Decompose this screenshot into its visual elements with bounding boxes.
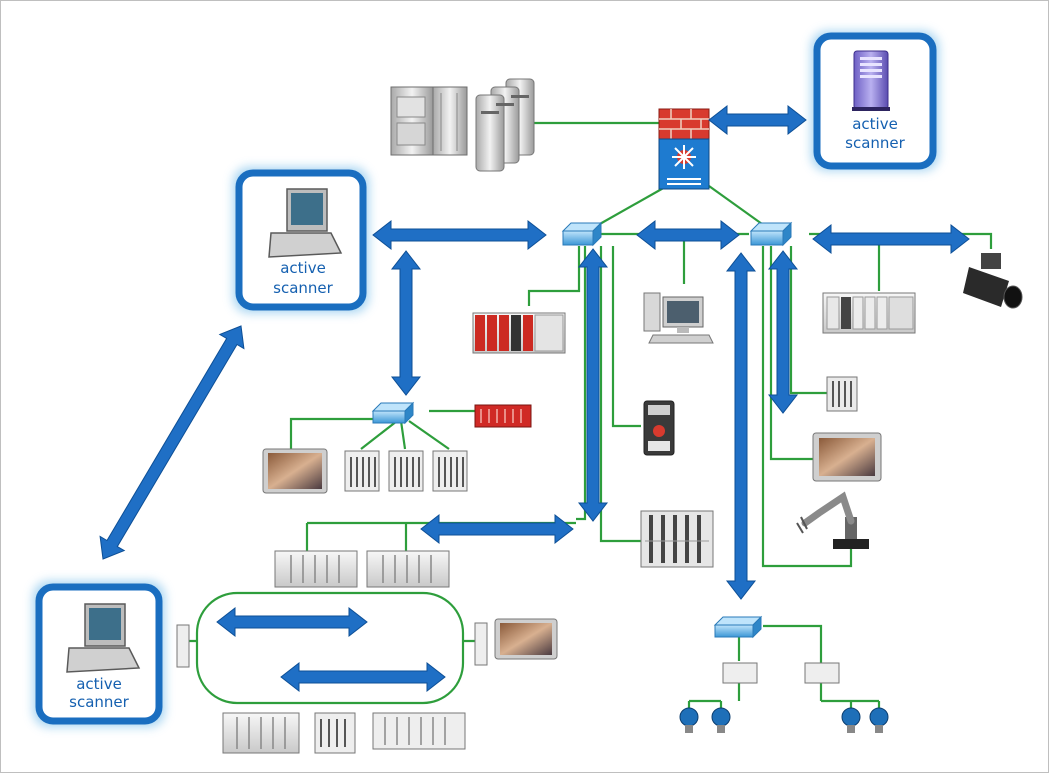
io-module-icon	[826, 376, 858, 412]
laptop-icon	[66, 603, 141, 673]
scanner-top-right[interactable]: active scanner	[811, 31, 939, 171]
laptop-icon	[268, 188, 343, 258]
arrow-switch2-vertical	[725, 252, 757, 600]
pressure-transmitter-icon	[841, 707, 861, 733]
drive-icon	[640, 510, 714, 568]
arrow-scanner-firewall	[708, 104, 807, 136]
scanner-upper-left[interactable]: active scanner	[233, 167, 369, 313]
link-switch2-hmi	[769, 246, 813, 461]
server-rack-icon	[390, 86, 468, 156]
link-switch1-drives	[599, 246, 641, 543]
arrow-scanners-diagonal	[99, 325, 245, 560]
io-module-icon	[474, 622, 488, 666]
arrow-switch1-vertical	[577, 248, 609, 522]
robot-arm-icon	[796, 491, 869, 549]
io-module-icon	[314, 712, 356, 754]
network-switch-icon[interactable]	[561, 221, 603, 247]
hmi-panel-icon	[262, 448, 328, 494]
scanner-label-line2: scanner	[273, 279, 333, 297]
io-module-icon	[474, 404, 532, 428]
link-transmitters-left	[687, 683, 741, 713]
hmi-panel-icon	[494, 618, 558, 660]
link-cell-io	[360, 420, 450, 450]
arrow-ring-lower	[280, 661, 446, 693]
io-module-icon	[432, 450, 468, 492]
firewall-icon[interactable]	[658, 108, 710, 190]
link-switch1-plc	[527, 246, 581, 306]
scanner-server-icon	[852, 50, 890, 111]
server-tower-icon	[475, 78, 535, 172]
link-switch3-right	[763, 624, 823, 666]
pressure-transmitter-icon	[679, 707, 699, 733]
io-module-icon	[176, 624, 190, 668]
scanner-lower-left[interactable]: active scanner	[33, 581, 165, 727]
io-module-icon	[722, 662, 758, 684]
scan-arrows	[99, 104, 970, 693]
scanner-label-line2: scanner	[845, 134, 905, 152]
arrow-upper-scanner-cell	[390, 250, 422, 396]
io-module-icon	[804, 662, 840, 684]
pressure-transmitter-icon	[869, 707, 889, 733]
arrow-ring-link	[420, 513, 574, 545]
drive-icon	[643, 400, 675, 456]
scanner-label-line1: active	[280, 259, 326, 277]
plc-controller-icon	[366, 550, 450, 588]
camera-icon	[963, 253, 1023, 309]
io-module-icon	[344, 450, 380, 492]
hmi-panel-icon	[812, 432, 882, 482]
link-switch1-drive	[611, 246, 641, 428]
plc-controller-icon	[274, 550, 358, 588]
network-links	[189, 121, 993, 713]
arrow-switch-camera	[812, 223, 970, 255]
desktop-workstation-icon	[643, 292, 714, 344]
link-firewall-switch-1	[590, 185, 668, 230]
link-switch1-ring	[576, 246, 587, 521]
plc-controller-icon	[472, 312, 566, 354]
arrow-ring-upper	[216, 606, 368, 638]
scanner-label-line2: scanner	[69, 693, 129, 711]
link-switch2-io	[789, 246, 827, 395]
network-switch-icon[interactable]	[371, 401, 415, 425]
ring-network	[195, 591, 465, 705]
scanner-label-line1: active	[76, 675, 122, 693]
link-firewall-switch-2	[708, 185, 770, 230]
link-transmitters-right	[819, 683, 881, 713]
plc-controller-icon	[222, 712, 300, 754]
arrow-upper-scanner-switch	[372, 219, 547, 251]
scanner-label-line1: active	[852, 115, 898, 133]
link-cell-hmi	[289, 417, 399, 449]
io-module-icon	[388, 450, 424, 492]
network-switch-icon[interactable]	[749, 221, 793, 247]
network-switch-icon[interactable]	[713, 615, 763, 639]
io-module-icon	[372, 712, 466, 750]
arrow-switch-switch	[636, 219, 740, 251]
link-switch2-robot	[761, 246, 853, 568]
pressure-transmitter-icon	[711, 707, 731, 733]
plc-controller-icon	[822, 292, 916, 334]
arrow-switch2-io	[767, 250, 799, 414]
